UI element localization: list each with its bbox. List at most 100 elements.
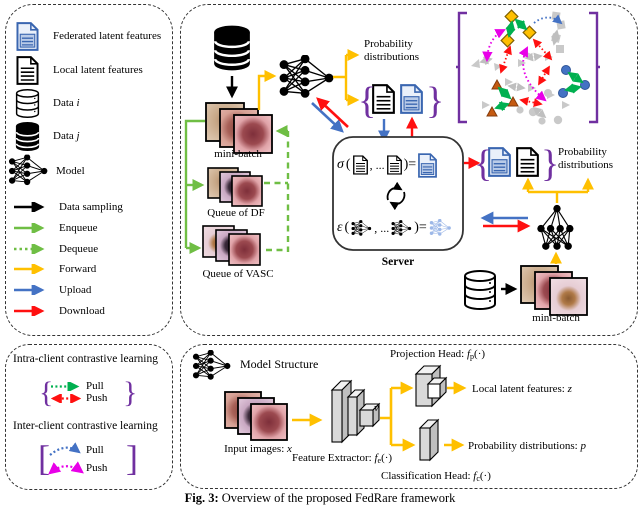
- dots: , ...: [374, 220, 390, 235]
- legend-item-local: Local latent features: [16, 56, 143, 85]
- database-filled-icon: [15, 122, 40, 151]
- legend-label: Data j: [53, 130, 80, 143]
- legend-label: Enqueue: [59, 222, 98, 234]
- queue-vasc-label: Queue of VASC: [202, 268, 274, 280]
- forward-output-arrows2: [522, 177, 594, 203]
- model-structure-title: Model Structure: [240, 357, 319, 371]
- intra-pull-label: Pull: [86, 380, 104, 392]
- federated-document-icon: [418, 153, 437, 178]
- legend-label: Model: [56, 164, 85, 177]
- legend-label: Data i: [53, 97, 80, 110]
- v-label: v: [374, 402, 379, 414]
- open-paren: (: [344, 220, 350, 235]
- bracket-close: ]: [126, 438, 138, 478]
- black-arrow-icon: [14, 202, 45, 213]
- mini-batch-label: mini-batch: [214, 148, 262, 160]
- legend-label: Data sampling: [59, 201, 123, 213]
- legend-label: Upload: [59, 284, 92, 296]
- projection-head-label: Projection Head: fp(·): [390, 348, 486, 361]
- queue-vasc-images: [202, 225, 261, 266]
- client2-group: [464, 147, 594, 316]
- latent-space-diagram: [456, 9, 600, 125]
- inter-push-label: Push: [86, 462, 108, 474]
- feature-extractor-blocks: [330, 379, 381, 444]
- server-epsilon-formula: ε ( , ... )=: [337, 214, 452, 242]
- green-dotted-arrow-icon: [14, 244, 45, 255]
- legend-item-enqueue: Enqueue: [13, 222, 97, 235]
- forward-output-arrows: [333, 49, 360, 106]
- prob-dist-output-label: Probability distributions: p: [468, 440, 586, 452]
- local-latent-label: Local latent features: z: [472, 383, 572, 395]
- federated-document-icon: [16, 22, 39, 51]
- legend-label: Dequeue: [59, 243, 99, 255]
- queue-df-images: [207, 167, 263, 207]
- legend-item-download: Download: [13, 305, 105, 318]
- caption-text: Overview of the proposed FedRare framewo…: [218, 491, 456, 505]
- forward-arrow-to-model: [257, 70, 277, 110]
- intra-title: Intra-client contrastive learning: [13, 353, 158, 365]
- head-split-connector: [380, 381, 416, 452]
- inter-push-arrow-icon: [48, 461, 84, 475]
- legend-item-dequeue: Dequeue: [13, 243, 98, 256]
- projection-head-blocks: [414, 364, 448, 408]
- green-arrow-icon: [14, 223, 45, 234]
- aggregated-model-icon: [429, 219, 452, 237]
- close-paren-equals: )=: [414, 220, 427, 235]
- brace-close: }: [123, 376, 138, 409]
- download-arrow-model: [316, 97, 349, 128]
- legend-label: Download: [59, 305, 105, 317]
- model-icon: [351, 220, 372, 237]
- local-document-icon: [16, 56, 39, 85]
- bracket-left: [456, 11, 467, 124]
- local-document-icon: [387, 155, 402, 175]
- sigma-symbol: σ: [337, 157, 344, 172]
- inter-pull-arrow-icon: [49, 442, 81, 456]
- model-icon: [391, 220, 412, 237]
- input-images-label: Input images: x: [224, 443, 292, 455]
- input-images: [224, 391, 288, 441]
- queue-df-label: Queue of DF: [207, 207, 265, 219]
- bracket-open: [: [38, 438, 50, 478]
- inter-title: Inter-client contrastive learning: [13, 420, 158, 432]
- inter-pull-label: Pull: [86, 444, 104, 456]
- feature-extractor-label: Feature Extractor: fe(·): [292, 452, 393, 465]
- classification-head-block: [418, 418, 440, 462]
- blue-arrow-icon: [14, 285, 45, 296]
- contrastive-panel: [5, 344, 173, 490]
- caption-number: Fig. 3:: [184, 491, 219, 505]
- figure-caption: Fig. 3: Overview of the proposed FedRare…: [0, 491, 640, 506]
- client1-group: [184, 25, 423, 266]
- legend-item-data-sampling: Data sampling: [13, 201, 123, 214]
- model-structure-graphics: [192, 350, 467, 462]
- brace-open: {: [39, 376, 54, 409]
- intra-push-label: Push: [86, 392, 108, 404]
- database-outline-icon: [15, 89, 40, 118]
- legend-label: Federated latent features: [53, 30, 162, 43]
- aggregation-cycle-icon: [386, 181, 406, 211]
- epsilon-symbol: ε: [337, 220, 343, 235]
- mini-batch-label2: mini-batch: [532, 312, 580, 324]
- legend-item-forward: Forward: [13, 263, 96, 276]
- mini-batch-images2: [520, 265, 588, 316]
- legend-item-federated: Federated latent features: [16, 22, 161, 51]
- legend-item-model: Model: [8, 154, 85, 188]
- close-paren-equals: )=: [403, 157, 417, 172]
- enqueue-arrows: [184, 119, 205, 254]
- dots: , ...: [369, 157, 385, 172]
- bracket-right: [589, 11, 600, 124]
- intra-push-arrow-icon: [50, 394, 82, 403]
- brace-open: {: [358, 80, 377, 122]
- classification-head-label: Classification Head: fc(·): [381, 470, 491, 483]
- server-label: Server: [381, 256, 415, 268]
- legend-label: Local latent features: [53, 64, 143, 77]
- red-arrow-icon: [14, 306, 45, 317]
- server-sigma-formula: σ ( , ... )=: [337, 150, 437, 180]
- intra-pull-arrow-icon: [51, 382, 80, 391]
- legend-label: Forward: [59, 263, 97, 275]
- model-structure-panel: [180, 344, 638, 489]
- legend-item-upload: Upload: [13, 284, 91, 297]
- framework-panel: [180, 4, 638, 336]
